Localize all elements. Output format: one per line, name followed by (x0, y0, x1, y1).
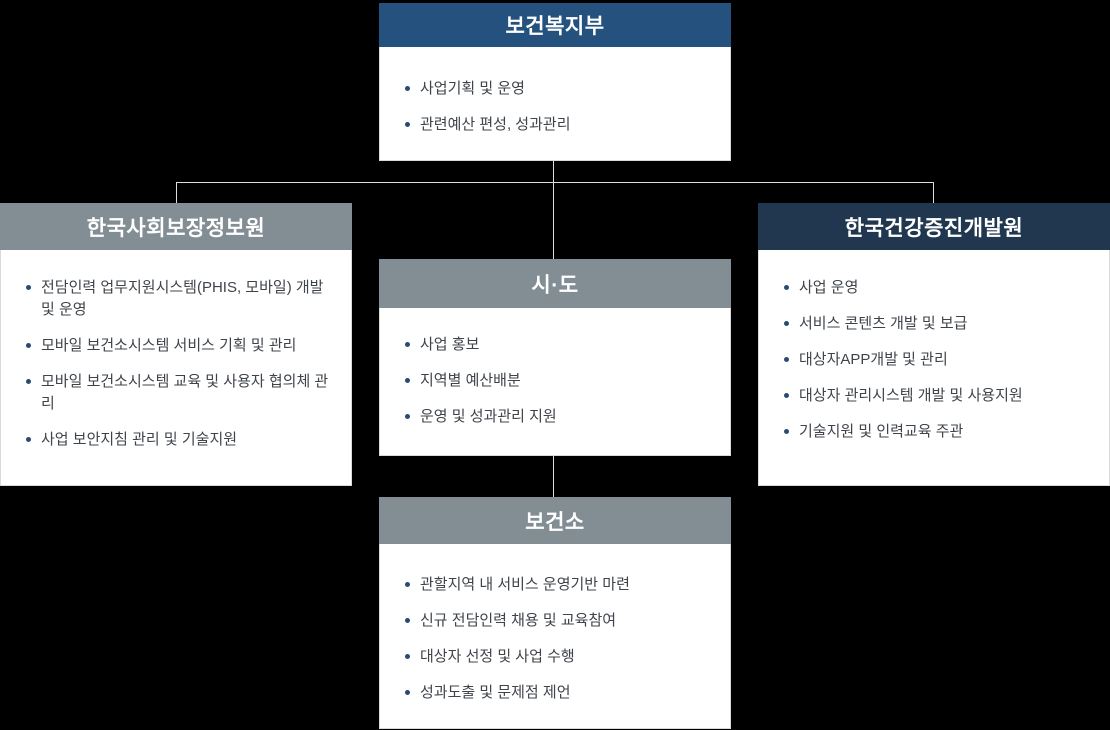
connector-horizontal (176, 182, 934, 183)
list-item: 사업 보안지침 관리 및 기술지원 (25, 429, 333, 451)
connector-right-drop (933, 182, 934, 204)
list-item: 기술지원 및 인력교육 주관 (783, 421, 1091, 443)
list-item: 모바일 보건소시스템 교육 및 사용자 협의체 관리 (25, 371, 333, 415)
node-header: 시·도 (379, 259, 731, 308)
node-title: 한국건강증진개발원 (844, 216, 1024, 240)
list-item: 사업기획 및 운영 (404, 78, 712, 100)
node-social-security-info-service: 한국사회보장정보원 전담인력 업무지원시스템(PHIS, 모바일) 개발 및 운… (0, 203, 352, 486)
list-item: 모바일 보건소시스템 서비스 기획 및 관리 (25, 335, 333, 357)
node-header: 한국건강증진개발원 (758, 203, 1110, 250)
connector-left-drop (176, 182, 177, 204)
list-item: 대상자 관리시스템 개발 및 사용지원 (783, 385, 1091, 407)
list-item: 전담인력 업무지원시스템(PHIS, 모바일) 개발 및 운영 (25, 277, 333, 321)
list-item: 대상자 선정 및 사업 수행 (404, 646, 712, 668)
node-header: 보건소 (379, 497, 731, 544)
list-item: 운영 및 성과관리 지원 (404, 406, 712, 428)
connector-top-vertical (553, 160, 554, 182)
node-header: 보건복지부 (379, 3, 731, 47)
list-item: 사업 홍보 (404, 334, 712, 356)
node-title: 시·도 (531, 273, 579, 297)
connector-center-drop (553, 182, 554, 259)
list-item: 신규 전담인력 채용 및 교육참여 (404, 610, 712, 632)
node-title: 보건복지부 (505, 15, 605, 38)
node-title: 한국사회보장정보원 (86, 216, 266, 240)
connector-sido-phc (553, 456, 554, 497)
list-item: 관련예산 편성, 성과관리 (404, 114, 712, 136)
node-title: 보건소 (525, 510, 585, 534)
list-item: 서비스 콘텐츠 개발 및 보급 (783, 313, 1091, 335)
list-item: 대상자APP개발 및 관리 (783, 349, 1091, 371)
node-header: 한국사회보장정보원 (0, 203, 352, 250)
list-item: 지역별 예산배분 (404, 370, 712, 392)
list-item: 성과도출 및 문제점 제언 (404, 682, 712, 704)
list-item: 사업 운영 (783, 277, 1091, 299)
list-item: 관할지역 내 서비스 운영기반 마련 (404, 574, 712, 596)
